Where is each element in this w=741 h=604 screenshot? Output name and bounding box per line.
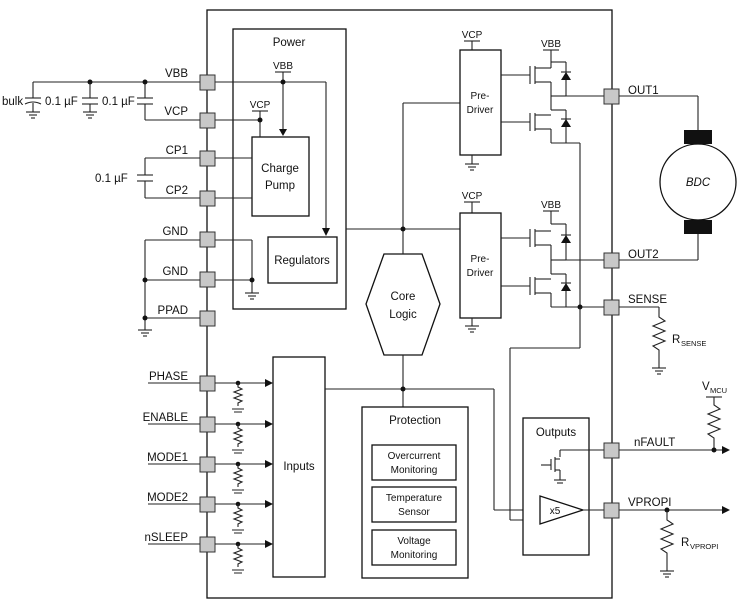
pin-label-phase: PHASE: [149, 371, 188, 383]
cap1-label: 0.1 µF: [45, 96, 78, 108]
pin-label-sense: SENSE: [628, 294, 667, 306]
pin-label-gnd-1: GND: [162, 226, 188, 238]
pin-label-cp1: CP1: [166, 145, 188, 157]
pin-label-out1: OUT1: [628, 85, 659, 97]
pin-vcp: [199, 112, 216, 129]
regulators-block: [267, 236, 338, 284]
internal-vbb-label: VBB: [273, 61, 293, 72]
pin-mode1: [199, 456, 216, 473]
pin-label-cp2: CP2: [166, 185, 188, 197]
pin-label-vbb: VBB: [165, 68, 188, 80]
core-logic-label-1: Core: [391, 291, 416, 303]
pin-label-nfault: nFAULT: [634, 437, 675, 449]
charge-pump-label-2: Pump: [265, 180, 295, 192]
rsense-label: R: [672, 334, 680, 346]
protection-block-label: Protection: [389, 415, 441, 427]
motor-label: BDC: [686, 177, 711, 189]
motor-brush-top: [684, 130, 712, 144]
predriver-1-label-2: Driver: [467, 105, 494, 116]
pin-label-out2: OUT2: [628, 249, 659, 261]
power-block-label: Power: [273, 37, 306, 49]
temperature-label-2: Sensor: [398, 507, 430, 518]
pin-label-enable: ENABLE: [143, 412, 189, 424]
outputs-block-label: Outputs: [536, 427, 577, 439]
temperature-label-1: Temperature: [386, 493, 443, 504]
pin-gnd-1: [199, 231, 216, 248]
predriver-1-vcp-label: VCP: [462, 30, 483, 41]
rsense-sub-label: SENSE: [681, 339, 706, 348]
overcurrent-block: [371, 444, 457, 481]
voltage-label-2: Monitoring: [391, 550, 438, 561]
vmcu-sub-label: MCU: [710, 386, 727, 395]
rvpropi-sub-label: VPROPI: [690, 542, 718, 551]
overcurrent-label-1: Overcurrent: [388, 451, 441, 462]
rvpropi-resistor: [659, 510, 675, 571]
pin-nfault: [603, 442, 620, 459]
inputs-block: [272, 356, 326, 578]
rvpropi-label: R: [681, 537, 689, 549]
pin-gnd-2: [199, 271, 216, 288]
pin-label-vpropi: VPROPI: [628, 497, 671, 509]
pin-out2: [603, 252, 620, 269]
pin-nsleep: [199, 536, 216, 553]
outputs-block: [522, 417, 590, 556]
current-amplifier: [539, 495, 586, 525]
pin-phase: [199, 375, 216, 392]
pin-label-vcp: VCP: [164, 106, 188, 118]
hbridge-1-vbb-label: VBB: [541, 39, 561, 50]
input-pulldowns: [215, 379, 273, 574]
cap2-label: 0.1 µF: [102, 96, 135, 108]
h-bridge-1: VBB: [501, 39, 604, 144]
predriver-1-label-1: Pre-: [471, 91, 490, 102]
vcp-capacitor: [137, 97, 153, 105]
voltage-block: [371, 529, 457, 566]
regulators-label: Regulators: [274, 255, 330, 267]
charge-pump-label-1: Charge: [261, 163, 299, 175]
bulk-capacitor: [24, 82, 42, 119]
pin-label-mode1: MODE1: [147, 452, 188, 464]
predriver-1-block: [459, 49, 502, 156]
predriver-2-block: [459, 212, 502, 319]
inputs-block-label: Inputs: [283, 461, 315, 473]
h-bridge-2: VBB: [501, 200, 604, 308]
pin-enable: [199, 416, 216, 433]
temperature-block: [371, 486, 457, 523]
pin-ppad: [199, 310, 216, 327]
bulk-label: bulk: [2, 96, 23, 108]
hbridge-2-vbb-label: VBB: [541, 200, 561, 211]
pin-cp1: [199, 150, 216, 167]
pin-sense: [603, 299, 620, 316]
core-logic-block: [365, 253, 441, 356]
amplifier-gain-label: x5: [550, 506, 561, 517]
predriver-2-label-2: Driver: [467, 268, 494, 279]
pin-vpropi: [603, 502, 620, 519]
pin-out1: [603, 88, 620, 105]
internal-vcp-label: VCP: [250, 100, 271, 111]
voltage-label-1: Voltage: [397, 536, 431, 547]
pin-label-gnd-2: GND: [162, 266, 188, 278]
vbb-capacitor: [82, 82, 98, 119]
cp-cap-label: 0.1 µF: [95, 173, 128, 185]
cp-capacitor: [137, 174, 153, 182]
pin-label-nsleep: nSLEEP: [145, 532, 189, 544]
motor: [659, 143, 737, 221]
predriver-2-vcp-label: VCP: [462, 191, 483, 202]
motor-brush-bottom: [684, 220, 712, 234]
rsense-resistor: [651, 307, 667, 368]
right-pin-group: [603, 88, 620, 519]
nfault-pullup-resistor: [706, 397, 722, 450]
pin-cp2: [199, 190, 216, 207]
predriver-2-label-1: Pre-: [471, 254, 490, 265]
pin-label-mode2: MODE2: [147, 492, 188, 504]
vmcu-label: V: [702, 381, 710, 393]
pin-vbb: [199, 74, 216, 91]
charge-pump-block: [251, 136, 310, 217]
nfault-transistor: [541, 449, 604, 484]
pin-mode2: [199, 496, 216, 513]
core-logic-label-2: Logic: [389, 309, 417, 321]
pin-label-ppad: PPAD: [158, 305, 188, 317]
overcurrent-label-2: Monitoring: [391, 465, 438, 476]
